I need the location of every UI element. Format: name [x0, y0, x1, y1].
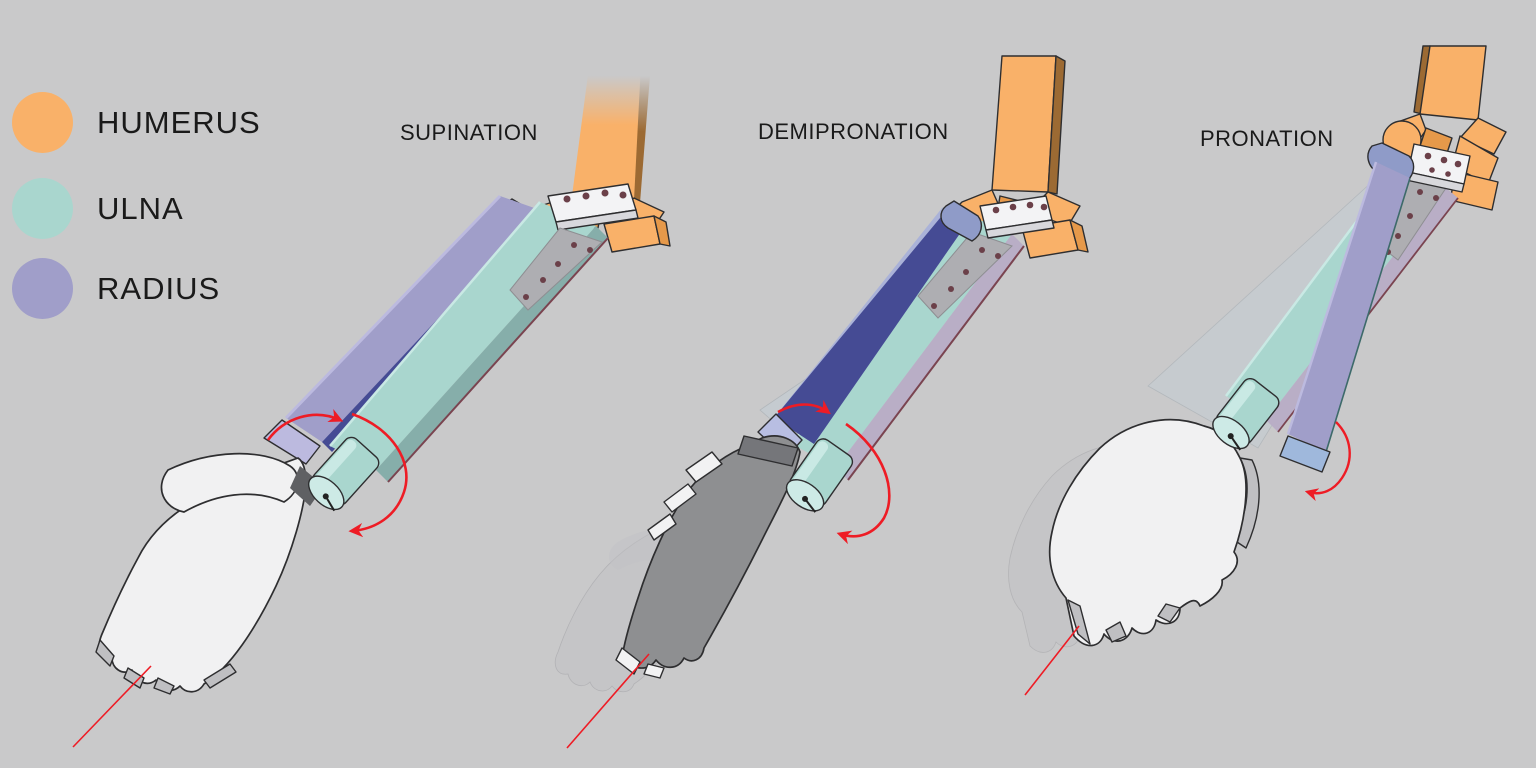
figure-pronation-illustration	[1008, 45, 1507, 696]
wrist-cylinder	[1212, 377, 1280, 451]
wrist-cylinder	[785, 438, 854, 513]
rotation-arrow	[1304, 421, 1351, 502]
wrist-cylinder	[308, 436, 380, 512]
hand-supinated	[95, 452, 307, 695]
legend-label-ulna: ULNA	[97, 190, 184, 226]
elbow-hinge-plate	[1405, 143, 1471, 193]
ulna-strap	[917, 231, 1013, 319]
knuckle-side-faces	[615, 451, 723, 679]
humerus-beam	[572, 44, 646, 200]
rotation-arrow	[266, 409, 408, 538]
radius-bone-crossed	[1279, 161, 1411, 473]
hand-top-face	[737, 435, 799, 467]
radius-color-swatch	[12, 258, 73, 319]
legend-label-humerus: HUMERUS	[97, 104, 261, 140]
figure-supination-illustration	[72, 44, 671, 748]
ulna-color-swatch	[12, 178, 73, 239]
figure-title-demipronation: DEMIPRONATION	[758, 119, 949, 144]
legend-item-radius: RADIUS	[12, 258, 220, 319]
legend-item-humerus: HUMERUS	[12, 92, 261, 153]
axis-line	[72, 665, 152, 748]
hand-side-faces	[95, 639, 237, 695]
figure-demipronation-illustration	[554, 55, 1089, 749]
legend-item-ulna: ULNA	[12, 178, 184, 239]
annular-cuff	[940, 200, 983, 242]
finger-side-faces	[1067, 599, 1181, 645]
hand-demipronated	[615, 435, 801, 679]
elbow-hinge-plate	[547, 183, 639, 231]
rotation-arrow	[777, 399, 891, 545]
legend-label-radius: RADIUS	[97, 270, 221, 306]
figure-title-pronation: PRONATION	[1200, 126, 1334, 151]
figure-title-supination: SUPINATION	[400, 120, 538, 145]
thumb	[160, 452, 299, 513]
hand-pronated	[1048, 418, 1260, 647]
axis-line	[1024, 625, 1080, 696]
humerus-beam-side	[634, 44, 652, 203]
humerus-color-swatch	[12, 92, 73, 153]
axis-line	[566, 653, 650, 749]
hinge-screw-holes	[563, 189, 627, 203]
ulna-strap	[509, 227, 603, 311]
elbow-hinge-plate	[979, 195, 1055, 239]
